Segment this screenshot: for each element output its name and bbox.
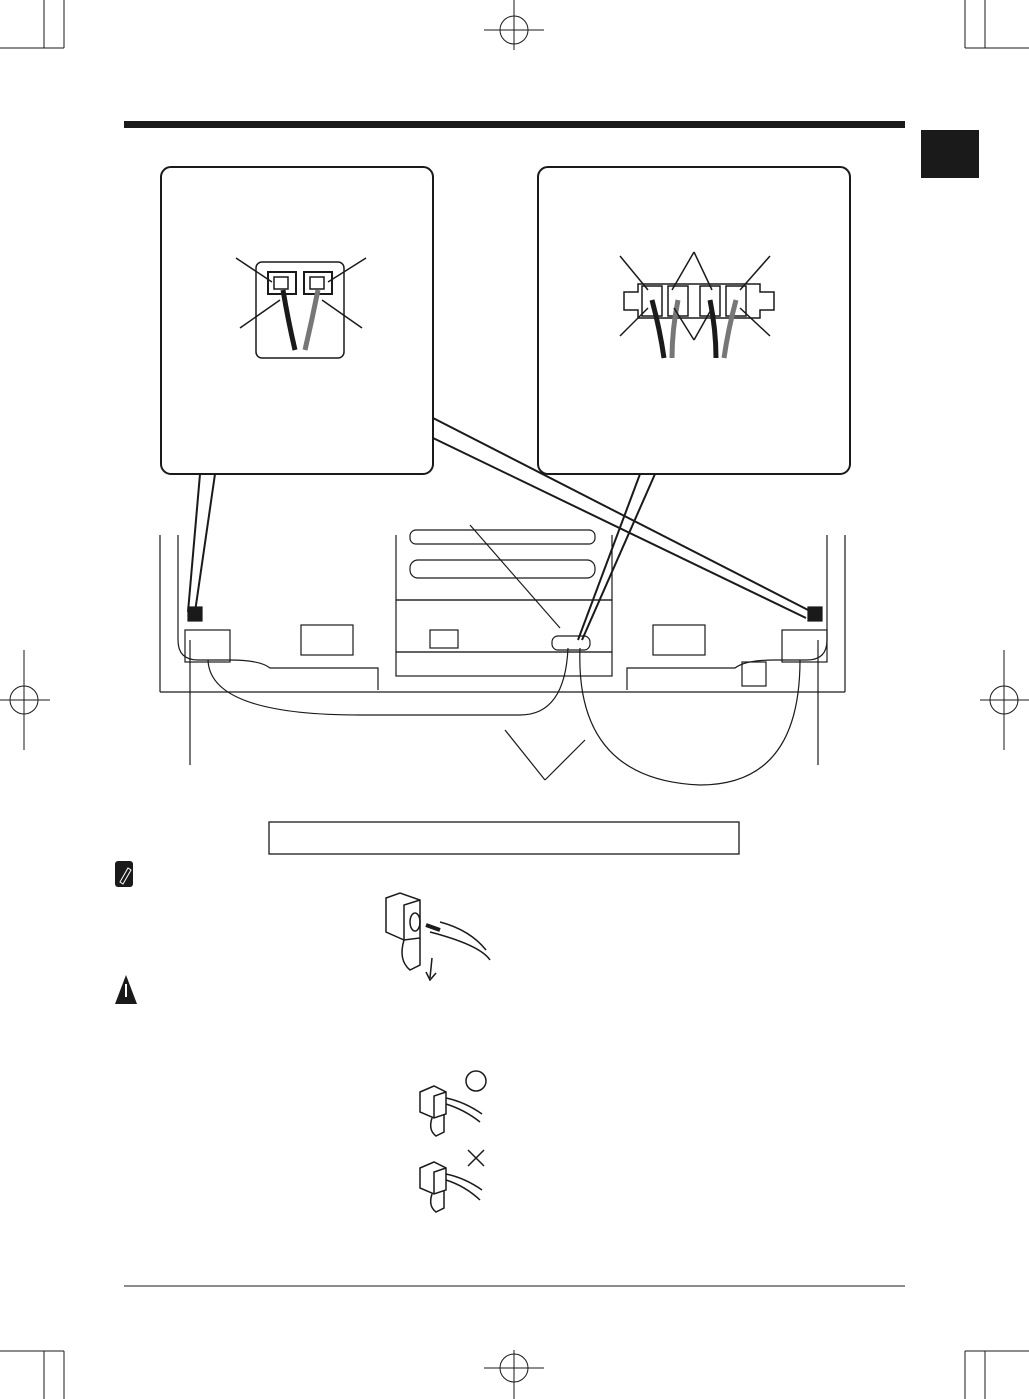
release-tab-illustration xyxy=(385,892,491,982)
left-terminal-detail xyxy=(235,257,367,359)
circle-mark-icon xyxy=(465,1070,487,1092)
caption-box xyxy=(268,821,740,855)
right-callout xyxy=(537,166,851,475)
right-terminal-detail xyxy=(619,251,775,359)
incorrect-connection-illustration xyxy=(419,1149,485,1213)
tv-rear-panel xyxy=(159,524,846,786)
correct-connection-illustration xyxy=(419,1070,487,1137)
chapter-tab xyxy=(921,130,979,178)
header-rule xyxy=(124,121,905,128)
cross-mark-icon xyxy=(467,1149,485,1167)
left-callout xyxy=(160,166,434,475)
pencil-note-icon xyxy=(115,861,133,887)
